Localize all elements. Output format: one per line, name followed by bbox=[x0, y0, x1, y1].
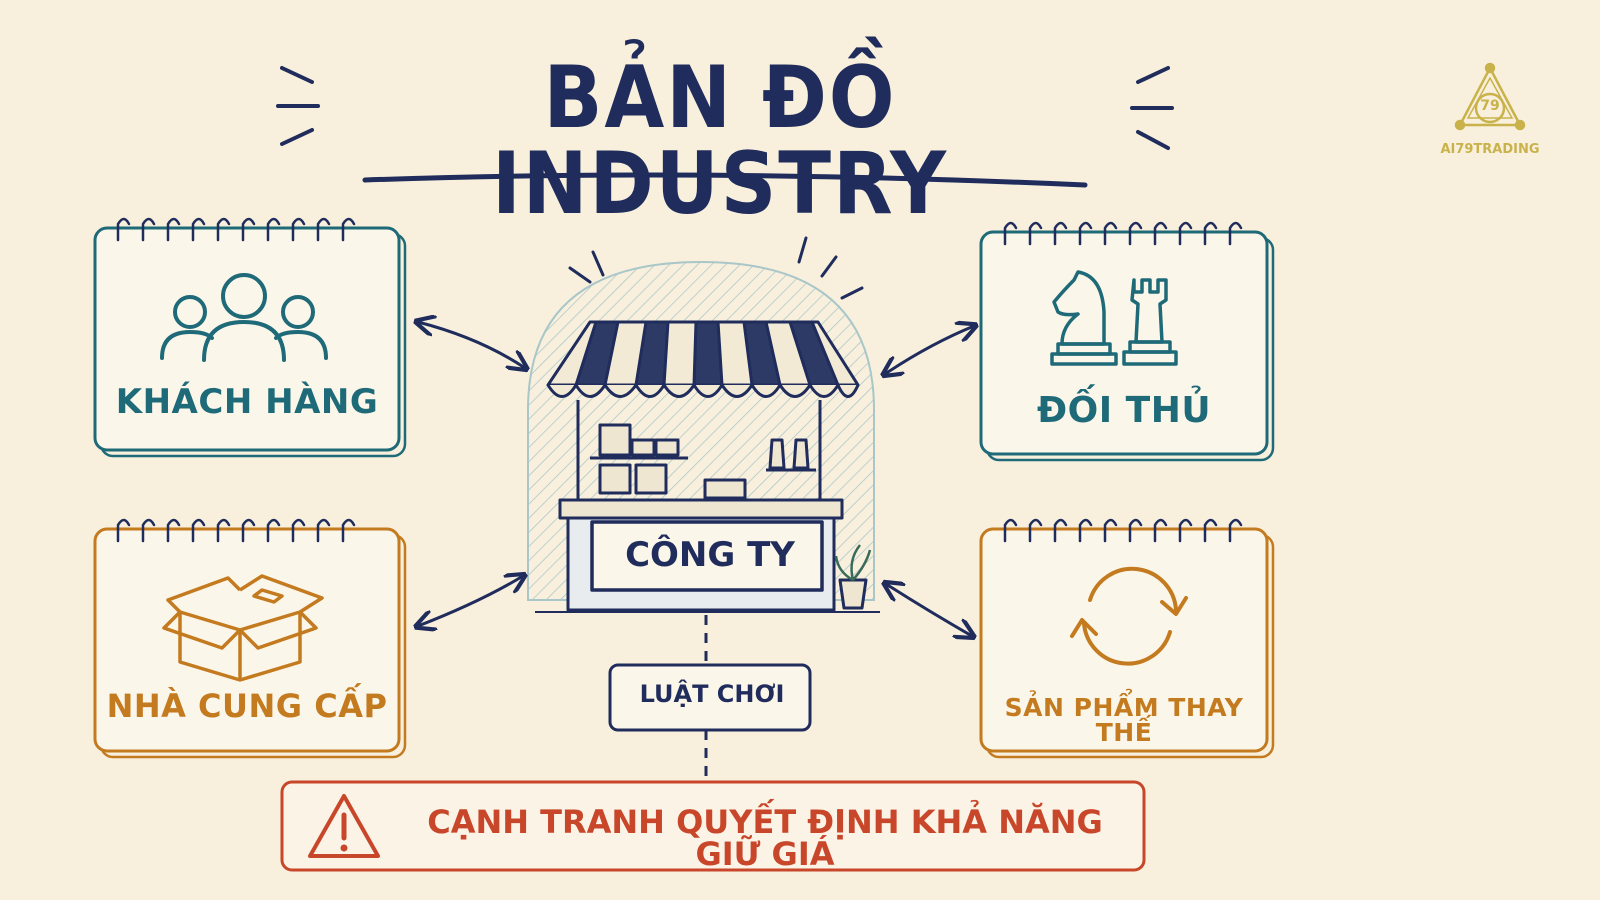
cycle-arrows-icon bbox=[1070, 566, 1188, 666]
people-icon bbox=[160, 273, 328, 362]
warning-label: CẠNH TRANH QUYẾT ĐỊNH KHẢ NĂNG GIỮ GIÁ bbox=[427, 803, 1103, 873]
triangle-logo-icon bbox=[1454, 62, 1526, 131]
arrow-suppliers bbox=[418, 576, 523, 626]
company-label: CÔNG TY bbox=[625, 535, 795, 575]
chess-pieces-icon bbox=[1050, 270, 1178, 366]
card-substitutes bbox=[979, 518, 1275, 759]
title-decoration-left bbox=[276, 66, 320, 146]
warning-icon bbox=[308, 794, 380, 858]
arrow-substitutes bbox=[886, 584, 972, 636]
card-suppliers-label: NHÀ CUNG CẤP bbox=[106, 687, 388, 725]
market-stall-icon bbox=[546, 320, 872, 612]
title-decoration-right bbox=[1130, 66, 1174, 150]
logo-text: AI79TRADING bbox=[1440, 142, 1540, 157]
rules-box bbox=[608, 663, 812, 732]
card-competitors bbox=[979, 221, 1275, 462]
title-underline bbox=[362, 172, 1088, 188]
rules-label: LUẬT CHƠI bbox=[639, 680, 785, 708]
card-suppliers bbox=[93, 518, 407, 759]
card-substitutes-label: SẢN PHẨM THAY THẾ bbox=[1004, 693, 1244, 747]
box-icon bbox=[162, 574, 324, 682]
arrow-competitors bbox=[885, 326, 974, 374]
highlight-lines bbox=[568, 236, 864, 300]
warning-box bbox=[280, 780, 1146, 872]
card-customers-label: KHÁCH HÀNG bbox=[115, 382, 379, 422]
card-customers bbox=[93, 217, 407, 458]
page-title: BẢN ĐỒ INDUSTRY bbox=[492, 48, 948, 234]
card-competitors-label: ĐỐI THỦ bbox=[1036, 390, 1212, 431]
logo-badge: 79 bbox=[1480, 98, 1500, 114]
arrow-customers bbox=[418, 322, 525, 368]
